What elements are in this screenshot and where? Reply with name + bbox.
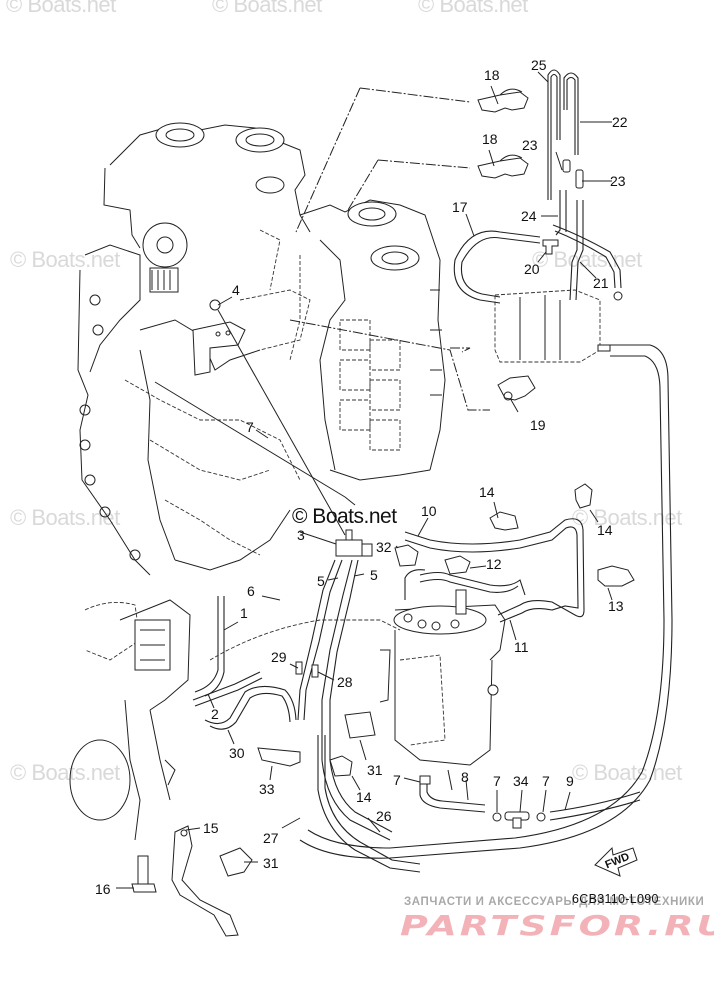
callout-32[interactable]: 32 bbox=[376, 539, 392, 555]
vapor-separator bbox=[379, 569, 526, 791]
hose-10 bbox=[404, 518, 585, 623]
callout-23[interactable]: 23 bbox=[522, 137, 538, 153]
callout-27[interactable]: 27 bbox=[263, 830, 279, 846]
callout-7[interactable]: 7 bbox=[393, 772, 401, 788]
callout-19[interactable]: 19 bbox=[530, 417, 546, 433]
callout-33[interactable]: 33 bbox=[259, 781, 275, 797]
center-watermark: © Boats.net bbox=[292, 505, 397, 528]
vendor-logo: PARTSFOR.RU bbox=[400, 910, 714, 942]
clip-19 bbox=[497, 375, 536, 401]
watermark: © Boats.net bbox=[572, 760, 682, 785]
callout-21[interactable]: 21 bbox=[593, 275, 609, 291]
callout-14[interactable]: 14 bbox=[479, 484, 495, 500]
vendor-tagline: ЗАПЧАСТИ И АКСЕССУАРЫ ДЛЯ МОТОТЕХНИКИ bbox=[404, 896, 705, 908]
callout-12[interactable]: 12 bbox=[486, 556, 502, 572]
leader-lines bbox=[116, 71, 613, 889]
leader bbox=[359, 87, 471, 103]
callout-14[interactable]: 14 bbox=[597, 522, 613, 538]
watermark: © Boats.net bbox=[6, 0, 116, 17]
callout-20[interactable]: 20 bbox=[524, 261, 540, 277]
callout-10[interactable]: 10 bbox=[421, 503, 437, 519]
callout-4[interactable]: 4 bbox=[232, 282, 240, 298]
watermark: © Boats.net bbox=[10, 760, 120, 785]
callout-24[interactable]: 24 bbox=[521, 208, 537, 224]
clip-18-lower bbox=[477, 154, 529, 179]
callout-7[interactable]: 7 bbox=[493, 773, 501, 789]
watermark: © Boats.net bbox=[418, 0, 528, 17]
watermark: © Boats.net bbox=[572, 505, 682, 530]
callout-18[interactable]: 18 bbox=[482, 131, 498, 147]
callout-16[interactable]: 16 bbox=[95, 881, 111, 897]
callout-13[interactable]: 13 bbox=[608, 598, 624, 614]
protector-33 bbox=[257, 747, 301, 767]
diagram-code: 6CB3110-L090 bbox=[572, 892, 659, 906]
callout-26[interactable]: 26 bbox=[376, 808, 392, 824]
hoses-5-26-27 bbox=[295, 529, 421, 873]
callout-28[interactable]: 28 bbox=[337, 674, 353, 690]
hoses-1-2-30 bbox=[192, 596, 401, 730]
callout-25[interactable]: 25 bbox=[531, 57, 547, 73]
callout-18[interactable]: 18 bbox=[484, 67, 500, 83]
callout-3[interactable]: 3 bbox=[297, 527, 305, 543]
callout-7[interactable]: 7 bbox=[246, 419, 254, 435]
callout-31[interactable]: 31 bbox=[367, 762, 383, 778]
callout-30[interactable]: 30 bbox=[229, 745, 245, 761]
callout-14[interactable]: 14 bbox=[356, 789, 372, 805]
callout-6[interactable]: 6 bbox=[247, 583, 255, 599]
callout-9[interactable]: 9 bbox=[566, 773, 574, 789]
watermark: © Boats.net bbox=[10, 247, 120, 272]
callout-15[interactable]: 15 bbox=[203, 820, 219, 836]
vapor-canister bbox=[299, 289, 673, 859]
callout-1[interactable]: 1 bbox=[240, 605, 248, 621]
hose-8-9 bbox=[419, 775, 641, 829]
callout-7[interactable]: 7 bbox=[542, 773, 550, 789]
callout-5[interactable]: 5 bbox=[370, 567, 378, 583]
callout-8[interactable]: 8 bbox=[461, 769, 469, 785]
watermark: © Boats.net bbox=[212, 0, 322, 17]
callout-11[interactable]: 11 bbox=[514, 639, 529, 655]
callout-34[interactable]: 34 bbox=[513, 773, 529, 789]
callout-22[interactable]: 22 bbox=[612, 114, 628, 130]
callout-17[interactable]: 17 bbox=[452, 199, 468, 215]
callout-29[interactable]: 29 bbox=[271, 649, 287, 665]
callout-23[interactable]: 23 bbox=[610, 173, 626, 189]
clip-18-upper bbox=[477, 88, 529, 113]
holder-31 bbox=[344, 711, 376, 739]
callout-2[interactable]: 2 bbox=[211, 706, 219, 722]
callout-5[interactable]: 5 bbox=[317, 573, 325, 589]
hoses-22-25 bbox=[453, 69, 623, 304]
callout-31[interactable]: 31 bbox=[263, 855, 279, 871]
lower-left-components bbox=[69, 599, 253, 937]
fwd-arrow-icon: FWD bbox=[594, 846, 638, 877]
